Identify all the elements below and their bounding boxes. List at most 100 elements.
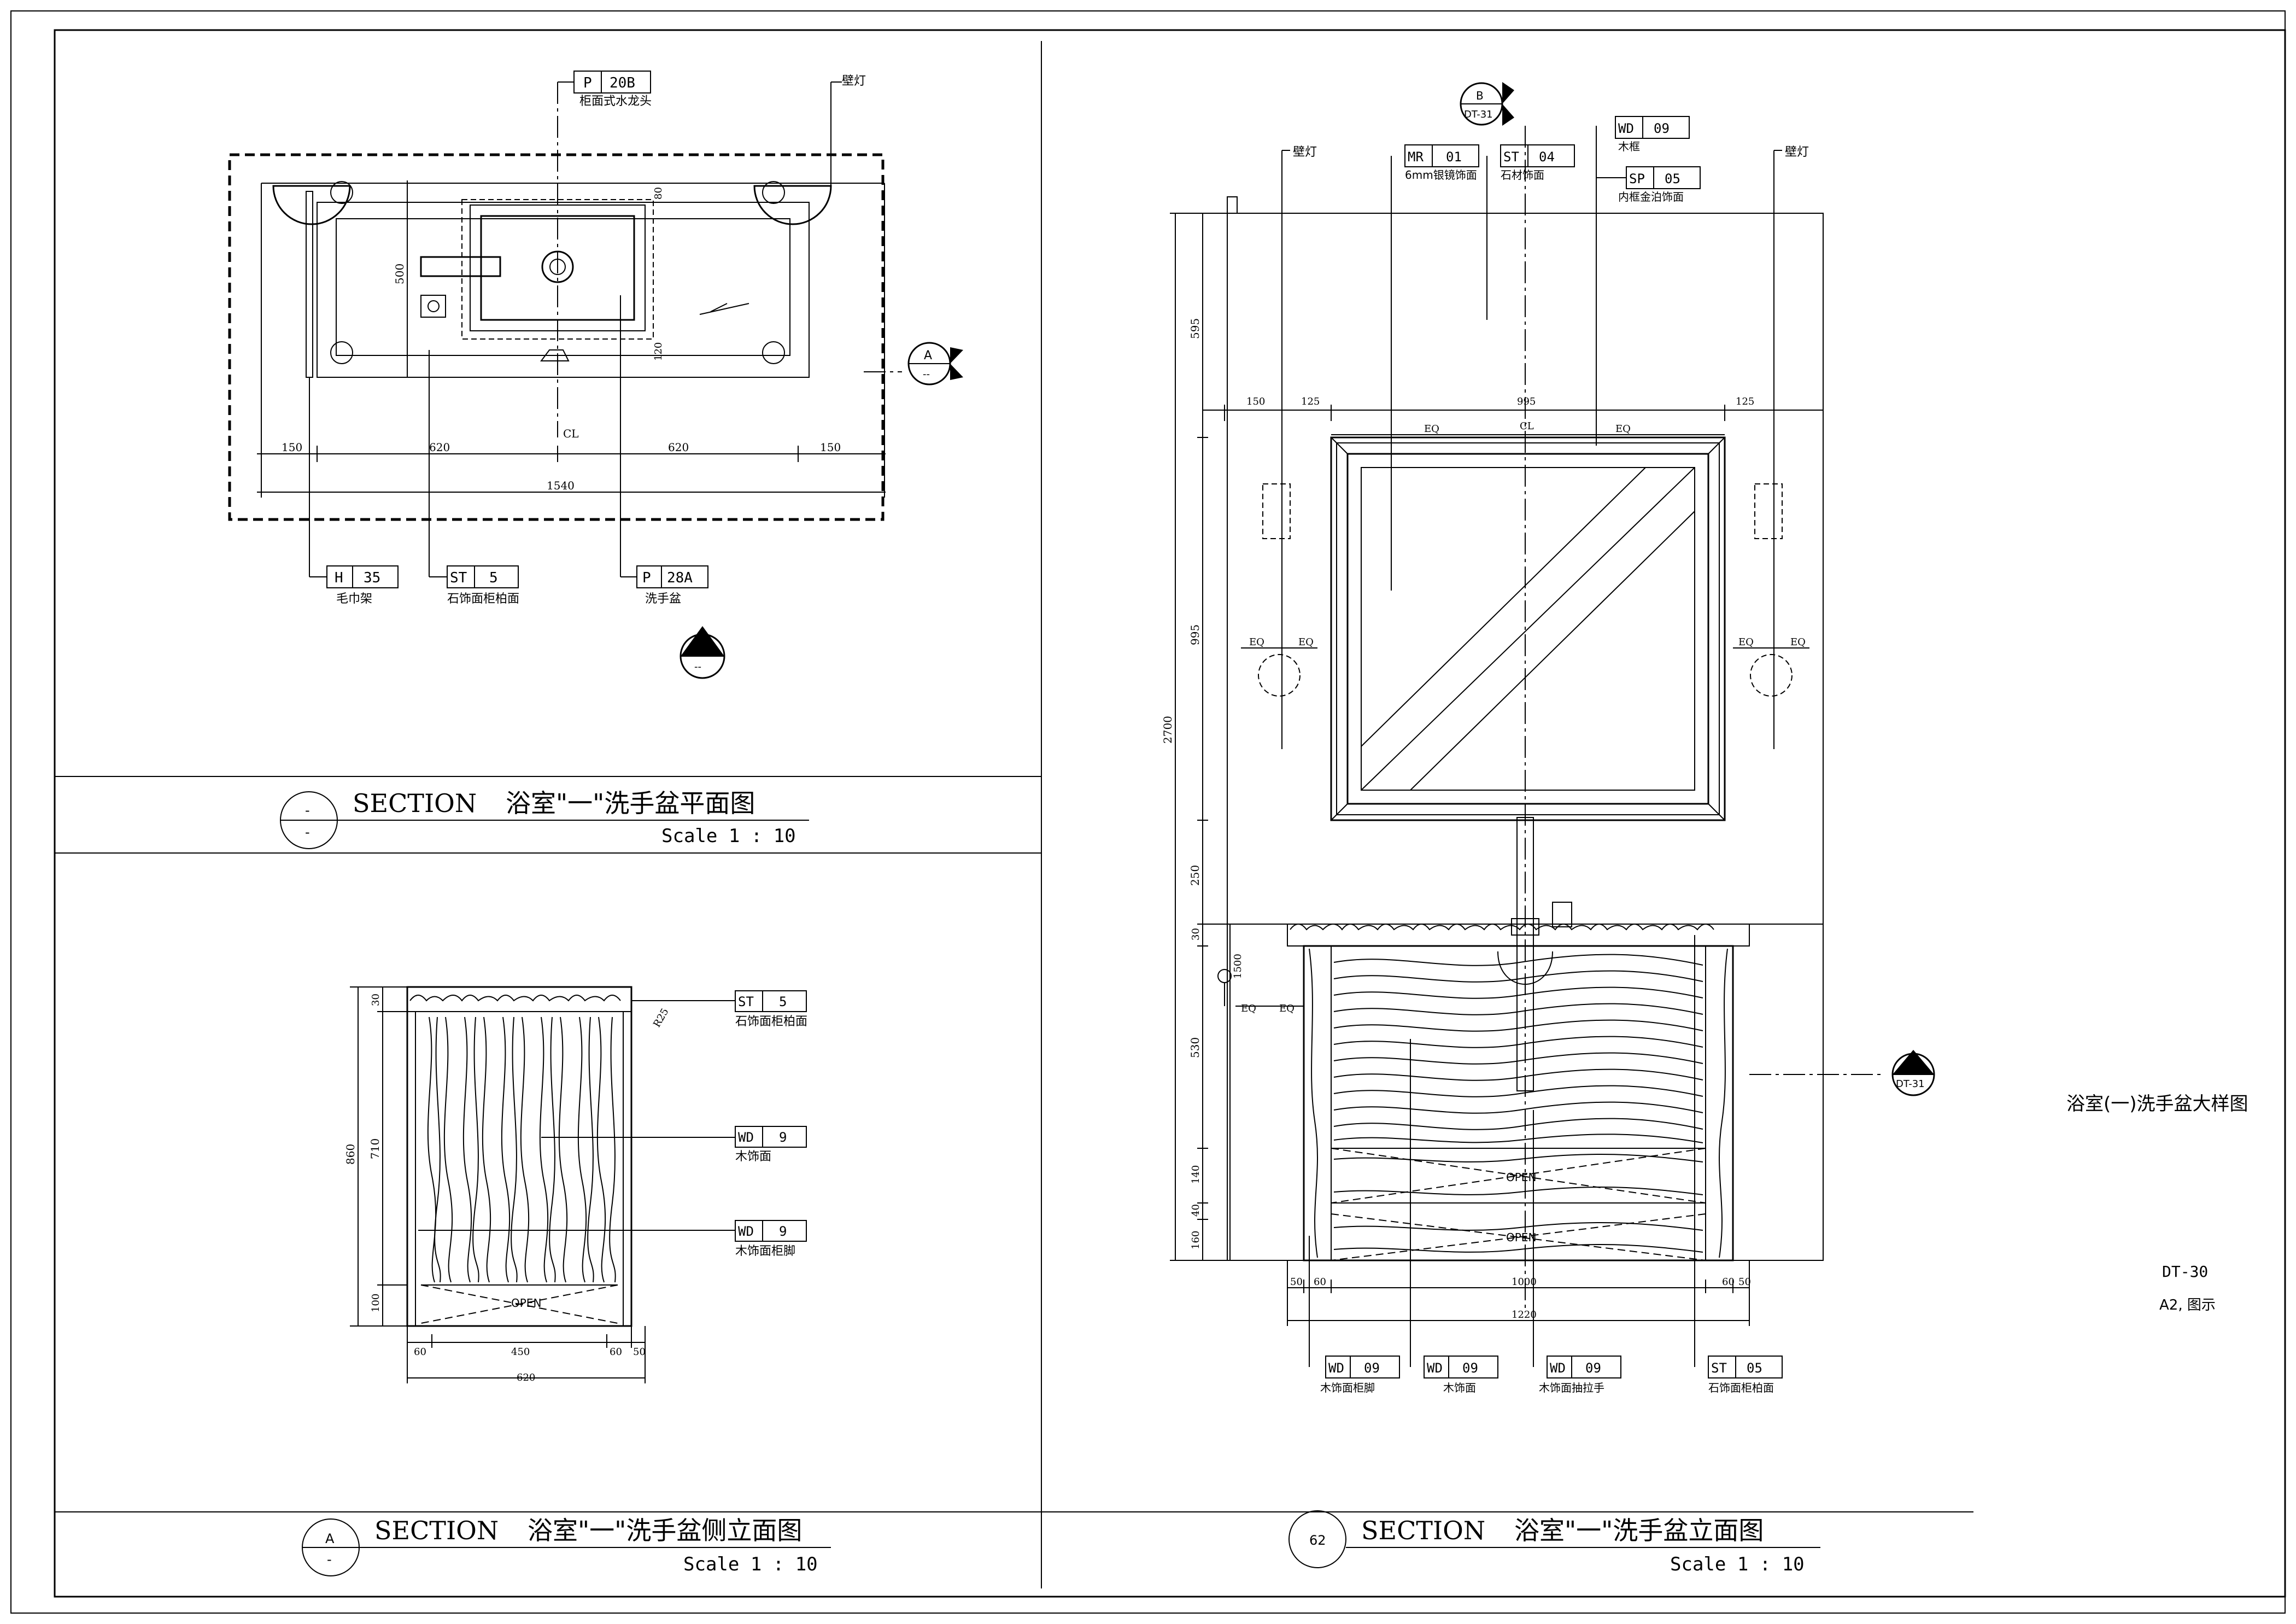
mirror-glass [1361, 467, 1695, 791]
front-dim-30: 30 [1190, 928, 1202, 940]
plan-dim-150a: 150 [282, 441, 302, 454]
front-lamp-left-label: 壁灯 [1293, 145, 1317, 159]
plan-wall-lamp-label: 壁灯 [842, 74, 866, 88]
side-dim-60a: 60 [414, 1346, 426, 1358]
side-wood-grain [427, 1017, 616, 1283]
front-dim-150: 150 [1246, 396, 1265, 407]
wall-panel [1202, 213, 1824, 1261]
plan-marker-62-text: 62 [695, 640, 709, 653]
plan-marker-a: A -- [907, 342, 963, 385]
mirror-frame-inner [1346, 453, 1709, 805]
plan-marker-a-sub: -- [923, 369, 930, 380]
front-tag-wd-drawer-code: WD [1550, 1360, 1566, 1376]
towel-bar [306, 191, 313, 378]
plan-title-marker-top: - [305, 803, 310, 818]
plan-dim-basin: 120 [653, 342, 664, 361]
side-dim-100: 100 [370, 1294, 382, 1312]
front-tag-wd-foot-num: 09 [1364, 1360, 1380, 1376]
plan-marker-a-text: A [924, 349, 932, 363]
side-dim-860: 860 [344, 1144, 357, 1165]
tag-faucet-desc: 柜面式水龙头 [579, 95, 652, 108]
front-eq-left-b: EQ [1279, 1003, 1295, 1014]
front-tag-mirror-num: 01 [1446, 149, 1462, 165]
drawing-number: DT-30 [2162, 1263, 2208, 1281]
front-dim-125a: 125 [1301, 396, 1320, 407]
front-tag-stone04-num: 04 [1539, 149, 1555, 165]
side-dim-710: 710 [368, 1138, 382, 1159]
tag-towel-code: H [335, 570, 343, 586]
front-tag-mirror-code: MR [1408, 149, 1424, 165]
side-title-block: A - SECTION 浴室"一"洗手盆侧立面图 Scale 1 : 10 [302, 1516, 831, 1576]
front-tag-wd-foot-code: WD [1328, 1360, 1344, 1376]
front-marker-c: C DT-31 [1891, 1050, 1935, 1096]
side-dim-50: 50 [633, 1346, 646, 1358]
inner-border [54, 29, 2286, 1598]
tag-basin-desc: 洗手盆 [645, 592, 681, 606]
front-open-1: OPEN [1506, 1171, 1536, 1184]
front-cl: CL [1520, 420, 1534, 432]
side-tag-wood1-desc: 木饰面 [735, 1150, 771, 1164]
plan-dim-620a: 620 [429, 441, 450, 454]
front-dim-995v: 995 [1188, 624, 1202, 645]
side-tag-wood2-code: WD [738, 1224, 754, 1239]
plan-title-block: - - SECTION 浴室"一"洗手盆平面图 Scale 1 : 10 [280, 788, 809, 849]
side-dim-450: 450 [511, 1346, 530, 1358]
front-title: 浴室"一"洗手盆立面图 [1514, 1516, 1764, 1545]
front-marker-b-text: B [1476, 89, 1484, 102]
front-tag-stone04-code: ST [1503, 149, 1519, 165]
tag-stone-num: 5 [489, 570, 498, 586]
front-marker-b-sub: DT-31 [1464, 109, 1493, 120]
front-dim-60b: 60 [1722, 1276, 1735, 1288]
front-dim-1000: 1000 [1512, 1276, 1537, 1288]
front-tag-mirror-desc: 6mm银镜饰面 [1405, 168, 1477, 182]
side-open: OPEN [511, 1296, 541, 1310]
front-tag-wd-foot-desc: 木饰面柜脚 [1320, 1381, 1375, 1394]
plan-section-word: SECTION [353, 788, 477, 818]
front-tag-wd-drawer-desc: 木饰面抽拉手 [1539, 1381, 1604, 1394]
front-tag-wd-drawer-num: 09 [1585, 1360, 1601, 1376]
front-lamp-right-label: 壁灯 [1785, 145, 1809, 159]
tag-towel-desc: 毛巾架 [336, 592, 372, 606]
plan-dim-620b: 620 [668, 441, 689, 454]
front-title-block: 62 SECTION 浴室"一"洗手盆立面图 Scale 1 : 10 [1288, 1510, 1820, 1575]
front-elevation: 壁灯 壁灯 OPEN OPEN [1161, 82, 1935, 1394]
front-dim-995: 995 [1517, 396, 1536, 407]
front-tag-st05-num: 05 [1747, 1360, 1762, 1376]
plan-title-marker-bottom: - [305, 825, 310, 840]
side-dim-620: 620 [517, 1372, 535, 1383]
side-tag-stone-num: 5 [779, 994, 787, 1009]
tag-faucet-num: 20B [610, 75, 635, 91]
mirror-frame-outer [1330, 436, 1726, 821]
sheet-title: 浴室(一)洗手盆大样图 [2066, 1093, 2248, 1115]
tag-towel-num: 35 [364, 570, 380, 586]
front-tag-sp05-num: 05 [1665, 171, 1680, 186]
front-eq-lamp-r-a: EQ [1738, 636, 1754, 648]
front-section-word: SECTION [1361, 1516, 1485, 1545]
plan-dim-depth: 500 [393, 264, 406, 284]
plan-marker-62-sub: -- [694, 661, 701, 673]
side-tag-wood2-num: 9 [779, 1224, 787, 1239]
side-title-marker-bottom: - [327, 1552, 332, 1567]
front-tag-st05-code: ST [1711, 1360, 1727, 1376]
plan-cl: CL [563, 427, 579, 440]
side-tag-stone-desc: 石饰面柜柏面 [735, 1015, 807, 1029]
front-eq-top-a: EQ [1424, 423, 1439, 435]
paper-size: A2, 图示 [2159, 1297, 2216, 1313]
front-dim-595: 595 [1188, 318, 1202, 339]
plan-dim-150b: 150 [820, 441, 841, 454]
lamp-right [1754, 483, 1783, 539]
tag-basin-code: P [642, 570, 651, 586]
lamp-left [1262, 483, 1291, 539]
front-dim-60a: 60 [1314, 1276, 1326, 1288]
side-title-marker-top: A [325, 1531, 335, 1546]
front-marker-c-text: C [1909, 1059, 1917, 1072]
front-tag-sp05-code: SP [1629, 171, 1645, 186]
tag-basin-num: 28A [667, 570, 693, 586]
faucet [420, 256, 501, 277]
side-cabinet [406, 986, 632, 1327]
side-elevation: OPEN 30 710 860 [344, 986, 807, 1383]
plan-dim-top: 80 [653, 187, 664, 200]
front-eq-lamp-l-a: EQ [1249, 636, 1264, 648]
front-dim-140: 140 [1190, 1165, 1202, 1184]
